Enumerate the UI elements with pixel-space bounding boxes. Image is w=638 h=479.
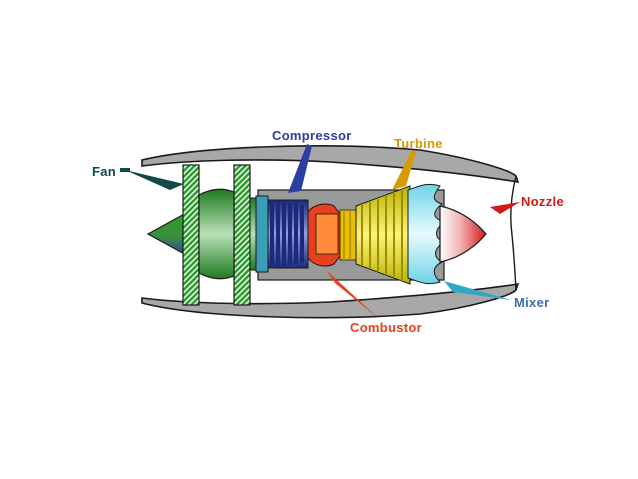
mixer-lobes [407, 183, 446, 285]
combustor-arrow [326, 270, 378, 318]
nozzle-label: Nozzle [521, 194, 564, 209]
fan-arrow [125, 170, 184, 190]
compressor-inlet-band [255, 195, 269, 273]
combustor-section [307, 203, 357, 267]
nacelle-exit-edge [510, 175, 517, 291]
nacelle-bottom [141, 283, 520, 319]
spinner-cone [146, 210, 189, 258]
nozzle-plug [439, 205, 487, 263]
mixer-arrow [444, 281, 511, 300]
turbine-stages [355, 185, 411, 285]
nozzle-arrow [490, 202, 520, 214]
compressor-label: Compressor [272, 128, 352, 143]
turbine-label: Turbine [394, 136, 443, 151]
compressor-stages [267, 199, 309, 269]
fan-hub [198, 188, 235, 280]
fan-blade-row-2 [233, 164, 251, 306]
fan-blade-row-1 [182, 164, 200, 306]
fan-label: Fan [92, 164, 116, 179]
combustor-label: Combustor [350, 320, 422, 335]
turbine-arrow [392, 150, 416, 190]
compressor-arrow [288, 144, 312, 193]
fan-arrow-tail [120, 168, 130, 172]
nacelle-top [141, 145, 520, 183]
mixer-label: Mixer [514, 295, 549, 310]
